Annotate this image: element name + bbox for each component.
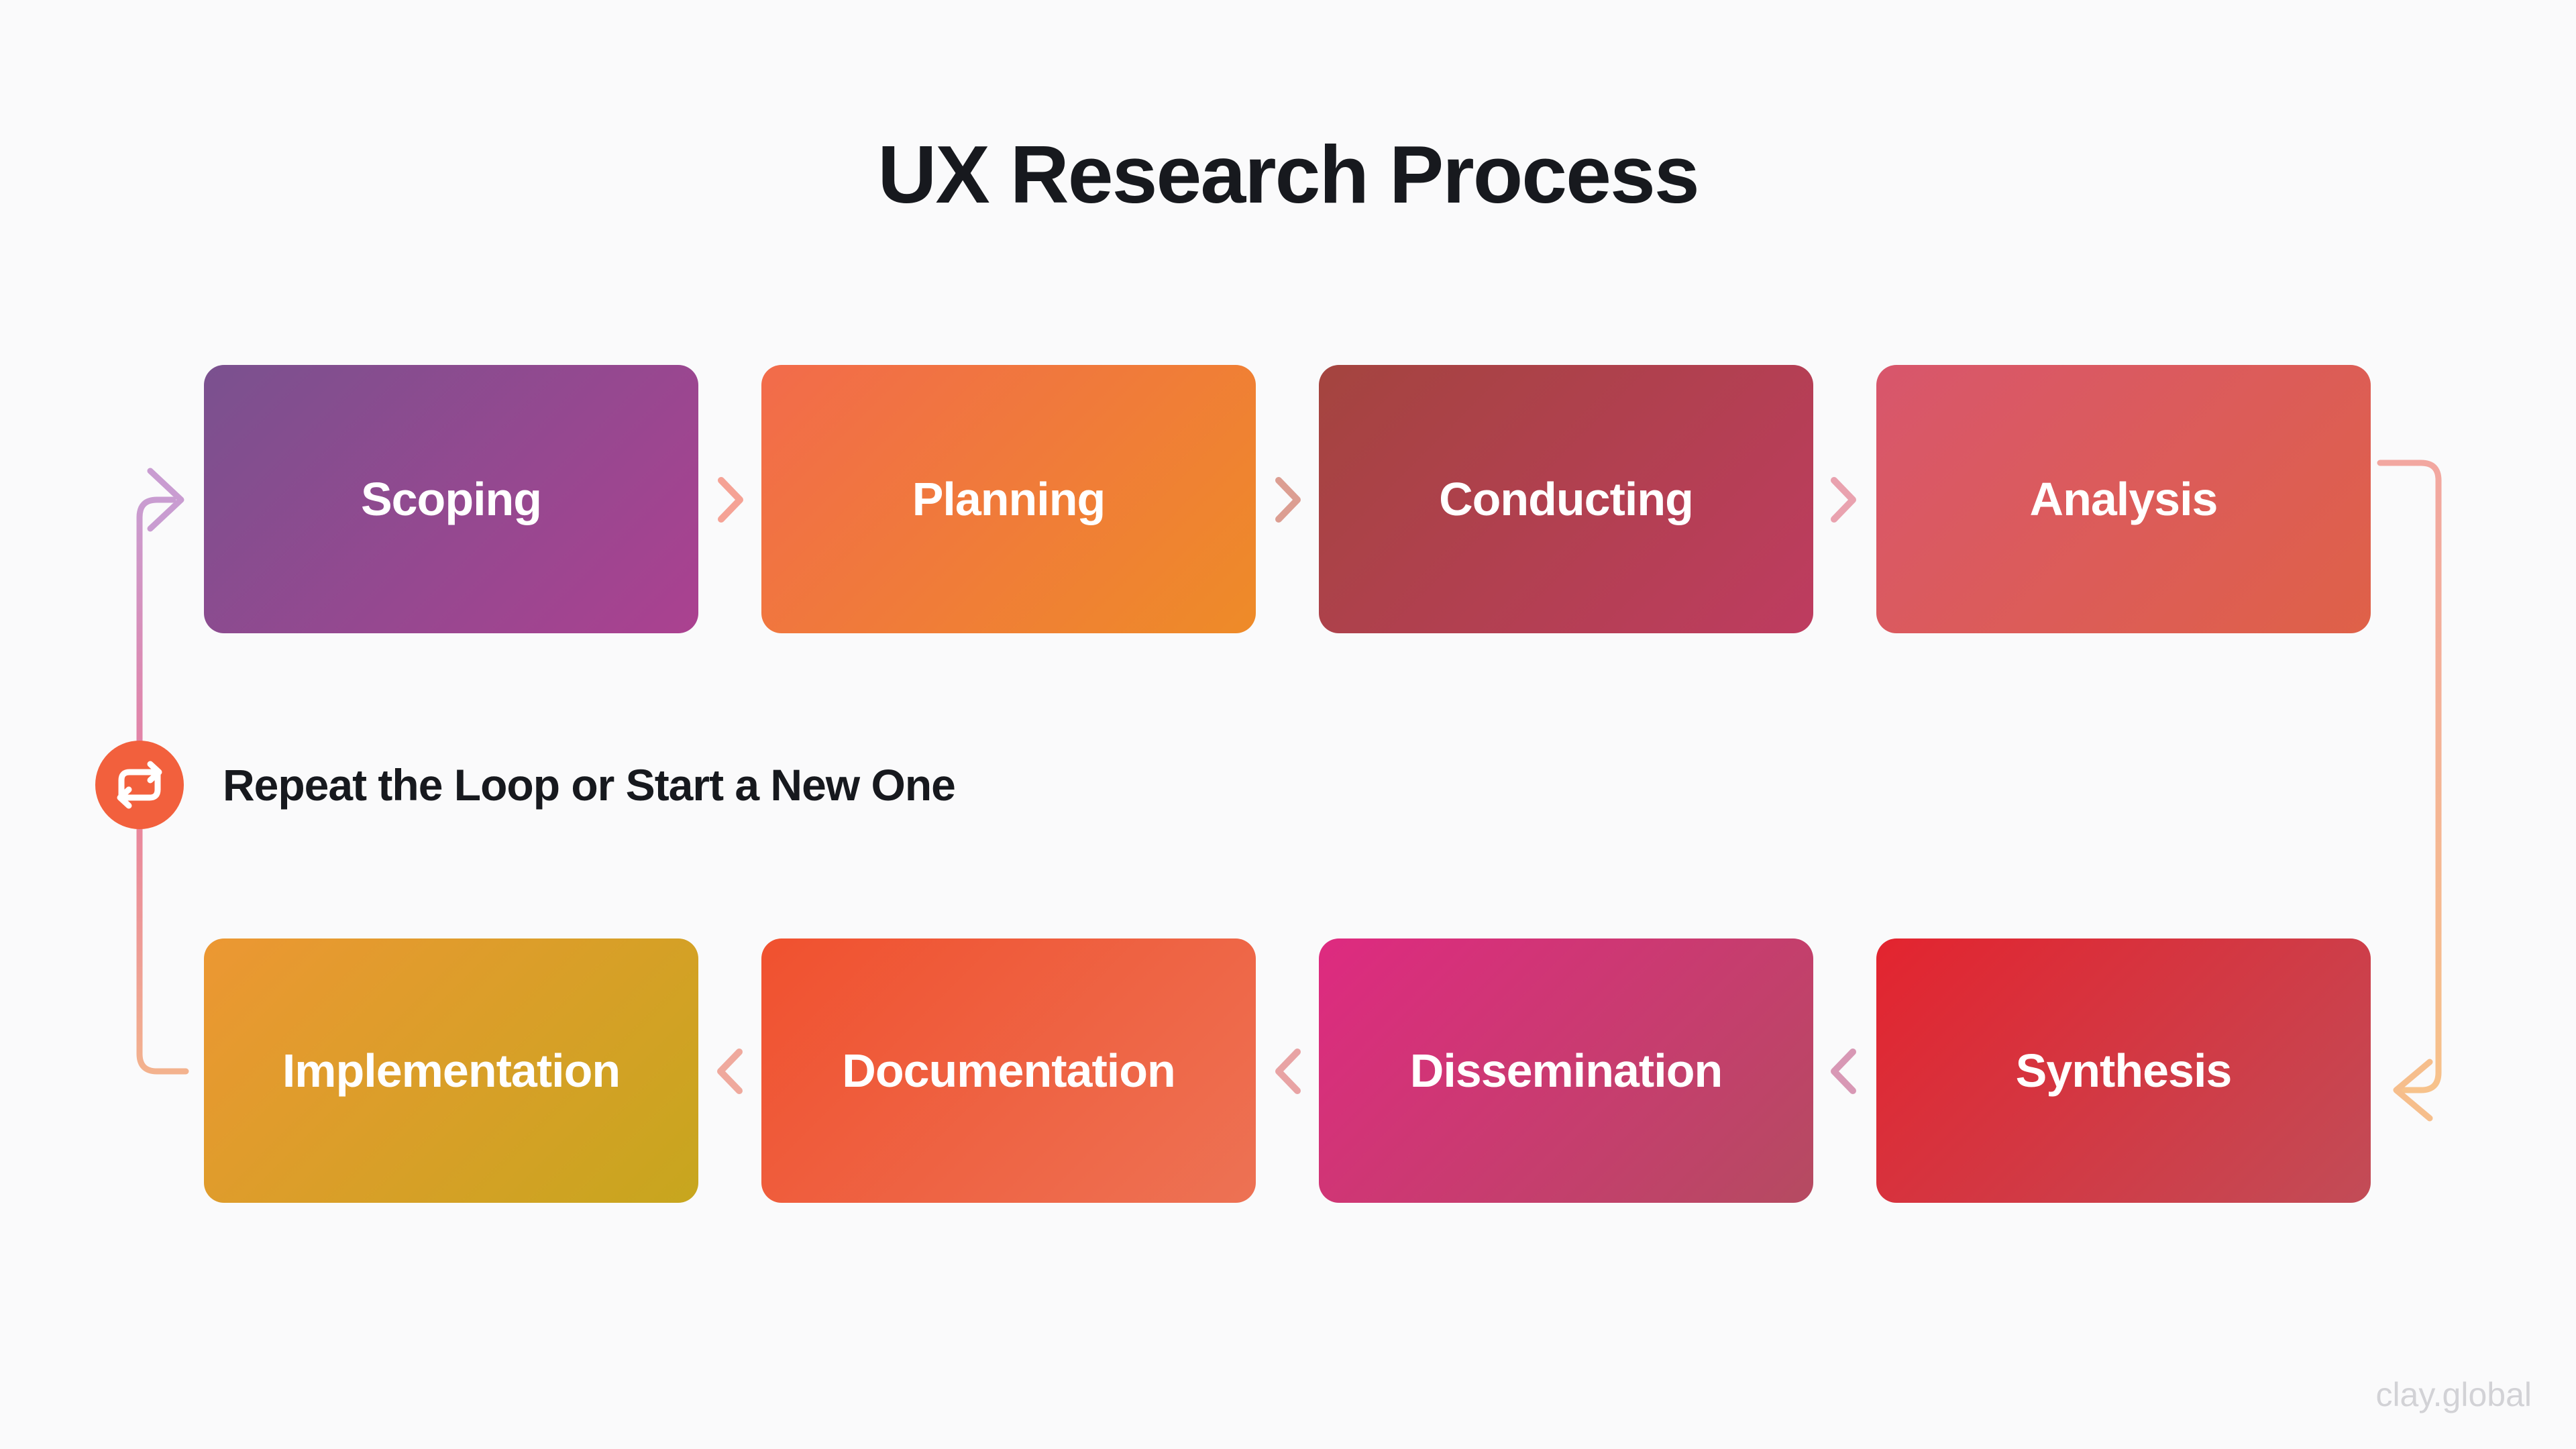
step-label: Analysis xyxy=(2029,473,2218,525)
step-label: Planning xyxy=(912,473,1106,525)
repeat-icon-circle xyxy=(95,741,184,829)
step-box-implementation: Implementation xyxy=(204,938,698,1203)
step-box-analysis: Analysis xyxy=(1876,365,2371,633)
step-label: Synthesis xyxy=(2015,1044,2233,1097)
chevron-right-icon xyxy=(718,477,743,523)
loop-note-label: Repeat the Loop or Start a New One xyxy=(223,760,956,810)
chevron-right-icon xyxy=(1831,477,1856,523)
step-box-planning: Planning xyxy=(761,365,1256,633)
step-box-conducting: Conducting xyxy=(1319,365,1813,633)
step-label: Conducting xyxy=(1439,473,1694,525)
step-box-dissemination: Dissemination xyxy=(1319,938,1813,1203)
step-label: Dissemination xyxy=(1409,1044,1723,1097)
step-box-documentation: Documentation xyxy=(761,938,1256,1203)
chevron-left-icon xyxy=(717,1049,743,1094)
chevron-left-icon xyxy=(1831,1049,1856,1094)
step-box-scoping: Scoping xyxy=(204,365,698,633)
loop-connector-left xyxy=(136,496,189,1075)
loop-connector-right xyxy=(2377,460,2442,1093)
page-title: UX Research Process xyxy=(877,129,1699,220)
arrow-right-icon xyxy=(147,468,184,532)
watermark: clay.global xyxy=(2375,1376,2532,1413)
arrow-left-icon xyxy=(2393,1059,2433,1122)
step-label: Scoping xyxy=(360,473,542,525)
chevron-left-icon xyxy=(1275,1049,1301,1094)
repeat-icon xyxy=(117,761,162,809)
step-label: Implementation xyxy=(282,1044,621,1097)
step-box-synthesis: Synthesis xyxy=(1876,938,2371,1203)
step-label: Documentation xyxy=(842,1044,1175,1097)
chevron-right-icon xyxy=(1275,477,1301,523)
